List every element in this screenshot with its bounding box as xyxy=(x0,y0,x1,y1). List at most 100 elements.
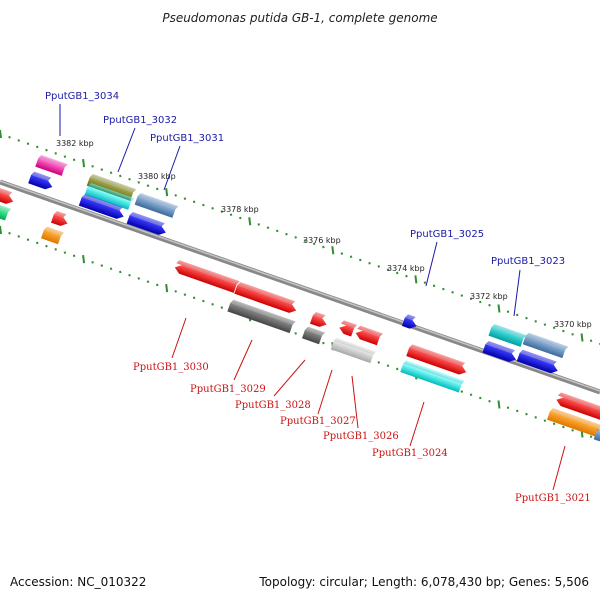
minor-tick xyxy=(359,258,362,262)
gene-block-top xyxy=(304,326,326,336)
gene-block-body xyxy=(84,186,132,210)
minor-tick xyxy=(183,197,187,200)
minor-tick xyxy=(442,287,445,291)
minor-tick xyxy=(119,174,122,178)
gene-block-body xyxy=(35,158,65,176)
minor-tick xyxy=(571,429,574,432)
minor-tick xyxy=(303,239,307,242)
gene-block-top xyxy=(237,282,296,305)
minor-tick xyxy=(525,412,528,416)
scale-label: 3370 kbp xyxy=(554,320,592,329)
gene-label-bottom[interactable]: PputGB1_3026 xyxy=(323,431,399,442)
gene-label-top[interactable]: PputGB1_3031 xyxy=(150,133,224,144)
minor-tick xyxy=(26,238,30,241)
gene-block xyxy=(330,337,377,364)
minor-tick xyxy=(137,277,141,280)
gene-block-top xyxy=(340,320,358,329)
minor-tick xyxy=(257,223,261,226)
gene-label-top[interactable]: PputGB1_3032 xyxy=(103,115,177,126)
gene-label-bottom[interactable]: PputGB1_3027 xyxy=(280,416,356,427)
scale-label: 3378 kbp xyxy=(221,205,259,214)
major-tick xyxy=(0,129,2,139)
minor-tick xyxy=(423,281,427,284)
gene-label-bottom[interactable]: PputGB1_3028 xyxy=(235,400,311,411)
minor-tick xyxy=(488,399,491,403)
minor-tick xyxy=(174,290,177,293)
minor-tick xyxy=(54,248,57,251)
minor-tick xyxy=(460,390,464,393)
minor-tick xyxy=(100,264,104,267)
gene-block xyxy=(556,392,600,421)
scale-ticks-top xyxy=(0,129,600,346)
minor-tick xyxy=(294,332,297,335)
gene-block xyxy=(309,311,327,327)
minor-tick xyxy=(91,261,94,264)
major-tick xyxy=(0,225,2,235)
minor-tick xyxy=(479,300,482,304)
gene-features xyxy=(0,155,600,442)
minor-tick xyxy=(137,181,141,184)
minor-tick xyxy=(128,273,131,277)
minor-tick xyxy=(469,297,473,301)
major-tick xyxy=(497,400,501,409)
gene-block-body xyxy=(126,215,166,235)
gene-block-body xyxy=(482,344,517,362)
gene-block xyxy=(78,194,124,219)
gene-block xyxy=(227,299,296,334)
major-tick xyxy=(82,254,86,264)
gene-block-body xyxy=(556,397,600,421)
minor-tick xyxy=(395,367,399,371)
gene-block-body xyxy=(516,352,558,374)
gene-label-bottom[interactable]: PputGB1_3029 xyxy=(190,384,266,395)
gene-block xyxy=(546,408,600,437)
gene-label-bottom[interactable]: PputGB1_3030 xyxy=(133,362,209,373)
gene-label-top[interactable]: PputGB1_3023 xyxy=(491,256,565,267)
gene-block-top xyxy=(230,299,296,325)
gene-block-top xyxy=(357,325,384,337)
minor-tick xyxy=(183,293,187,296)
gene-block-top xyxy=(333,337,377,355)
minor-tick xyxy=(515,313,519,317)
accession-text: Accession: NC_010322 xyxy=(10,575,146,589)
minor-tick xyxy=(552,326,556,330)
leader-line xyxy=(117,127,136,173)
gene-block-top xyxy=(549,408,600,429)
gene-label-bottom[interactable]: PputGB1_3021 xyxy=(515,493,591,504)
major-tick xyxy=(82,158,86,168)
gene-block-top xyxy=(53,210,67,218)
minor-tick xyxy=(349,255,353,259)
gene-block-top xyxy=(519,349,557,365)
gene-block xyxy=(50,210,68,226)
gene-block xyxy=(355,325,384,346)
gene-block xyxy=(174,260,240,293)
minor-tick xyxy=(525,316,528,320)
gene-block-body xyxy=(355,330,380,346)
minor-tick xyxy=(128,177,131,181)
minor-tick xyxy=(192,200,196,204)
minor-tick xyxy=(589,435,593,439)
minor-tick xyxy=(377,265,381,268)
gene-block-top xyxy=(404,314,416,321)
top-leader-lines xyxy=(59,104,521,317)
minor-tick xyxy=(17,235,21,238)
gene-block xyxy=(84,183,135,210)
minor-tick xyxy=(368,261,371,265)
minor-tick xyxy=(460,294,464,297)
gene-label-top[interactable]: PputGB1_3034 xyxy=(45,91,119,102)
scale-label: 3372 kbp xyxy=(470,292,508,301)
minor-tick xyxy=(405,274,408,278)
minor-tick xyxy=(322,245,325,249)
gene-block-body xyxy=(522,335,566,359)
minor-tick xyxy=(229,213,233,217)
minor-tick xyxy=(506,406,510,409)
major-tick xyxy=(165,284,169,293)
leader-line xyxy=(409,401,425,447)
major-tick xyxy=(248,217,252,226)
gene-label-top[interactable]: PputGB1_3025 xyxy=(410,229,484,240)
gene-block-body xyxy=(227,302,293,334)
gene-block-body xyxy=(28,174,53,190)
major-tick xyxy=(331,246,335,255)
minor-tick xyxy=(155,187,159,191)
gene-label-bottom[interactable]: PputGB1_3024 xyxy=(372,448,448,459)
